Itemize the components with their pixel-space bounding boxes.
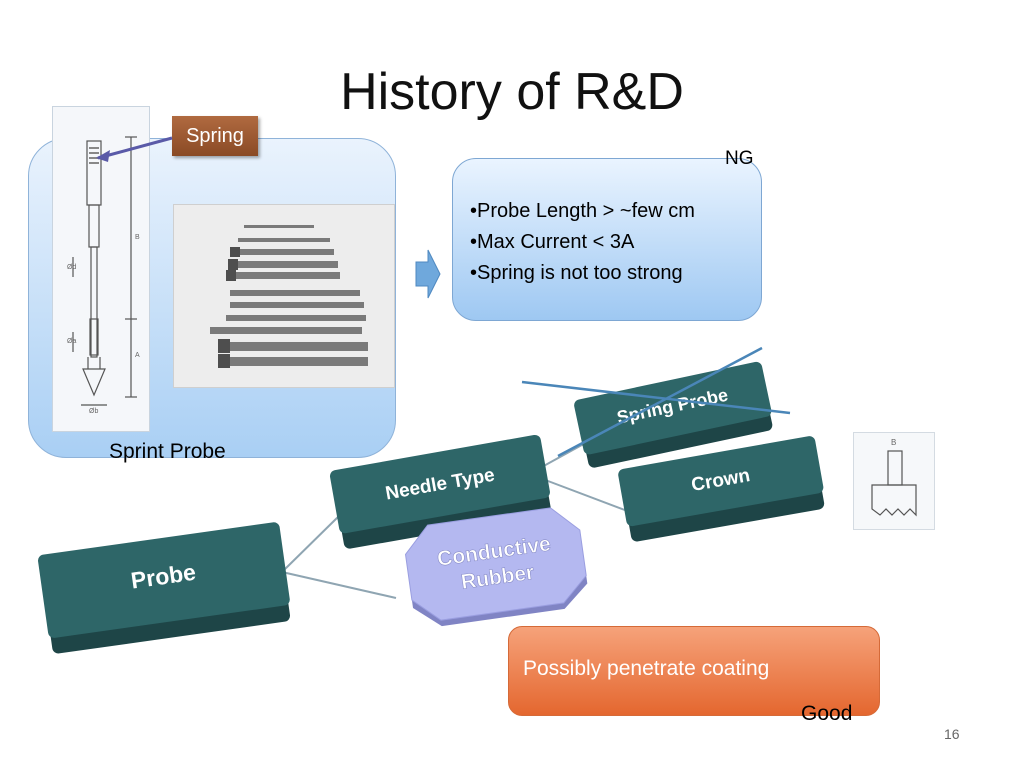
node-crown: Crown (618, 436, 825, 542)
crown-tip-sketch: B (853, 432, 935, 530)
good-label: Good (801, 702, 853, 725)
spring-probe-crossout (521, 346, 791, 458)
node-conductive-rubber: Conductive Rubber (404, 507, 588, 627)
result-text: Possibly penetrate coating (523, 657, 770, 680)
svg-text:B: B (135, 234, 140, 241)
notes-item: •Probe Length > ~few cm (470, 200, 695, 222)
spring-callout-arrow (97, 136, 173, 160)
notes-box: •Probe Length > ~few cm •Max Current < 3… (452, 158, 762, 321)
slide-title: History of R&D (340, 63, 684, 121)
svg-text:Øb: Øb (89, 408, 98, 415)
right-arrow-icon (415, 249, 441, 299)
notes-item: •Spring is not too strong (470, 262, 683, 284)
spring-callout-arrowhead (96, 150, 110, 162)
node-spring-probe: Spring Probe (574, 361, 773, 468)
notes-list: •Probe Length > ~few cm •Max Current < 3… (470, 196, 695, 289)
result-box (508, 626, 880, 716)
svg-text:Ød: Ød (67, 264, 76, 271)
svg-text:A: A (135, 352, 140, 359)
probe-caption: Sprint Probe (109, 440, 226, 463)
ng-label: NG (725, 148, 754, 169)
notes-item: •Max Current < 3A (470, 231, 635, 253)
probe-technical-drawing: B A Ød Øa Øb (52, 106, 150, 432)
probe-samples-photo (173, 204, 395, 388)
node-probe: Probe (38, 522, 291, 654)
spring-callout: Spring (172, 116, 258, 156)
page-number: 16 (944, 726, 960, 742)
svg-text:Øa: Øa (67, 338, 76, 345)
crown-sketch-label: B (891, 438, 896, 447)
